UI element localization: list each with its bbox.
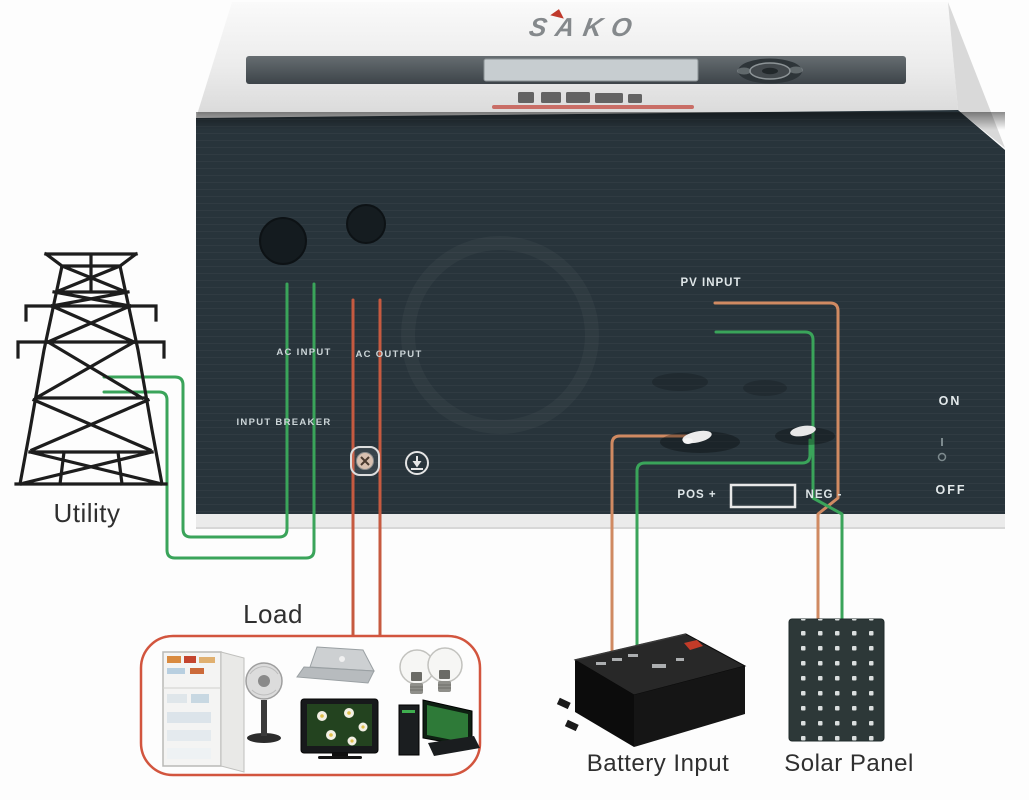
solar-panel-icon bbox=[788, 618, 885, 742]
front-logo-marks bbox=[492, 92, 694, 109]
breaker-button[interactable] bbox=[350, 446, 380, 476]
panel-hardware bbox=[350, 424, 947, 509]
load-label: Load bbox=[243, 599, 303, 629]
battery-red-cap bbox=[684, 640, 703, 650]
battery-wire-green bbox=[635, 438, 812, 652]
laptop-icon bbox=[296, 646, 375, 684]
standing-fan-icon bbox=[245, 662, 283, 743]
load-group bbox=[139, 634, 482, 777]
utility-label: Utility bbox=[53, 498, 121, 528]
wires bbox=[102, 282, 844, 652]
control-strip bbox=[246, 56, 906, 84]
load-box bbox=[139, 634, 482, 777]
pv-wire-green bbox=[714, 330, 844, 624]
power-switch[interactable] bbox=[937, 438, 947, 462]
switch-on-label: ON bbox=[938, 394, 962, 408]
wire-spool-right bbox=[346, 204, 386, 244]
neg-wing-nut-terminal[interactable] bbox=[789, 424, 816, 438]
transmission-tower-icon bbox=[14, 251, 168, 486]
neg-terminal-label: NEG - bbox=[805, 489, 843, 501]
battery-icon bbox=[556, 633, 747, 747]
sako-brand-logo: SAKO bbox=[526, 12, 644, 42]
panel-top-shadow bbox=[196, 112, 1005, 130]
battery-wire-orange bbox=[610, 434, 702, 652]
refrigerator-icon bbox=[162, 651, 245, 773]
ground-terminal-icon bbox=[405, 451, 429, 475]
inverter-base bbox=[196, 514, 1005, 527]
battery-input-label: Battery Input bbox=[586, 750, 730, 777]
pv-wire-orange bbox=[713, 301, 840, 624]
input-breaker-label: INPUT BREAKER bbox=[236, 417, 332, 428]
switch-off-label: OFF bbox=[935, 483, 967, 497]
battery-slot-outline bbox=[729, 483, 797, 509]
pos-terminal-label: POS + bbox=[677, 489, 717, 501]
light-bulb-icon-2 bbox=[427, 647, 463, 692]
ac-output-label: AC OUTPUT bbox=[355, 349, 423, 360]
red-tagline-bar bbox=[492, 105, 694, 109]
pv-input-label: PV INPUT bbox=[680, 277, 742, 289]
solar-panel-label: Solar Panel bbox=[784, 750, 914, 777]
utility-wire-1 bbox=[102, 282, 289, 539]
control-dial[interactable] bbox=[737, 58, 803, 84]
tv-icon bbox=[300, 698, 379, 759]
wire-spool-left bbox=[259, 217, 307, 265]
computer-icon bbox=[398, 699, 480, 756]
inverter bbox=[196, 2, 1005, 529]
lcd-display bbox=[483, 58, 699, 82]
pos-wing-nut-terminal[interactable] bbox=[681, 429, 713, 446]
inverter-side-face bbox=[948, 2, 1005, 148]
ac-input-label: AC INPUT bbox=[276, 347, 332, 358]
light-bulb-icon bbox=[399, 649, 435, 694]
utility-wire-2 bbox=[102, 282, 316, 560]
